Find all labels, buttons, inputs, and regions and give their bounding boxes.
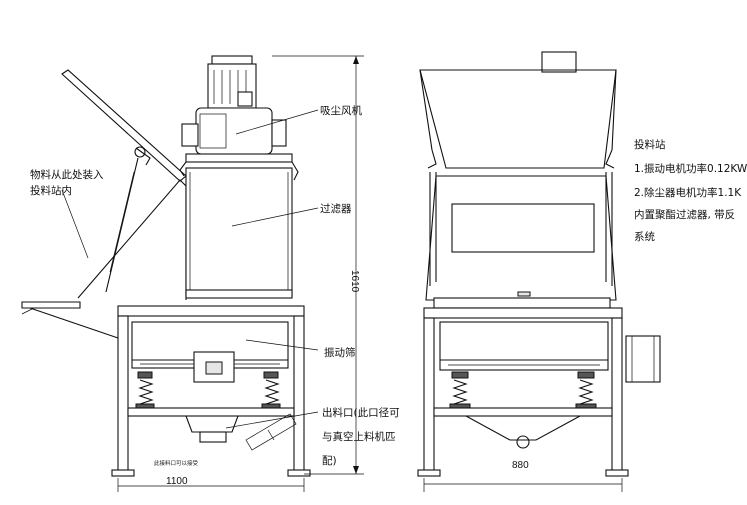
spring-icon [449,371,471,410]
height-dimension-label: 1610 [349,270,360,293]
dust-fan-label: 吸尘风机 [320,104,362,117]
motor-fan-cap [211,55,253,65]
hopper-lid [61,69,187,182]
spring-icon [135,371,155,410]
dust-fan-housing [195,107,273,155]
note-line3: 内置聚酯过滤器, 带反 [634,208,735,221]
front-width-dimension-label: 880 [512,460,529,471]
hinge-icon [134,146,146,158]
note-line4: 系统 [634,230,655,243]
front-leg-right [611,317,623,475]
filter-label: 过滤器 [320,202,352,215]
leader-line [225,411,319,429]
front-discharge-funnel [465,415,581,441]
outlet-label-line3: 配) [322,455,337,467]
outlet-base-text: 此接料口可以接受 [154,459,199,467]
frame-leg-right [293,315,305,475]
outlet-port-icon [516,435,530,449]
spring-icon [575,371,597,410]
front-leg-left [423,317,435,475]
station-title: 投料站 [634,138,666,151]
front-lid [419,69,617,169]
front-vibrating-screen [439,321,609,371]
leader-line [61,189,89,259]
filter-panel [451,203,595,253]
hopper-opening [425,175,617,301]
discharge-chute [185,415,239,433]
vibrating-screen-label: 振动筛 [324,346,356,359]
frame-top [117,305,305,317]
side-vibration-motor [625,335,661,383]
spring-icon [261,371,281,410]
front-frame-top [423,307,623,319]
fan-duct [181,123,199,147]
outlet-pipe [245,413,297,451]
outlet-label-line2: 与真空上料机匹 [322,430,396,443]
filter-body [185,167,293,297]
width-dimension-label: 1100 [166,476,188,487]
leader-line [245,339,319,351]
leader-line [231,207,319,227]
leader-line [235,109,319,135]
hopper-body [77,179,187,300]
feed-note-line2: 投料站内 [30,184,72,197]
frame-leg-left [117,315,129,475]
note-line2: 2.除尘器电机功率1.1K [634,186,742,199]
feed-note-line1: 物料从此处装入 [30,168,104,181]
front-view: 880 投料站 1.振动电机功率0.12KW 2.除尘器电机功率1.1K 内置聚… [417,51,747,492]
feed-shelf [21,301,81,309]
outlet-label-line1: 出料口(此口径可 [322,406,400,419]
gas-strut [105,157,139,293]
top-fan-cap [541,51,577,73]
note-line1: 1.振动电机功率0.12KW [634,162,747,175]
left-side-view: 此接料口可以接受 1610 1100 物料从此处装入 投料站内 吸尘风机 过滤器… [21,55,400,492]
